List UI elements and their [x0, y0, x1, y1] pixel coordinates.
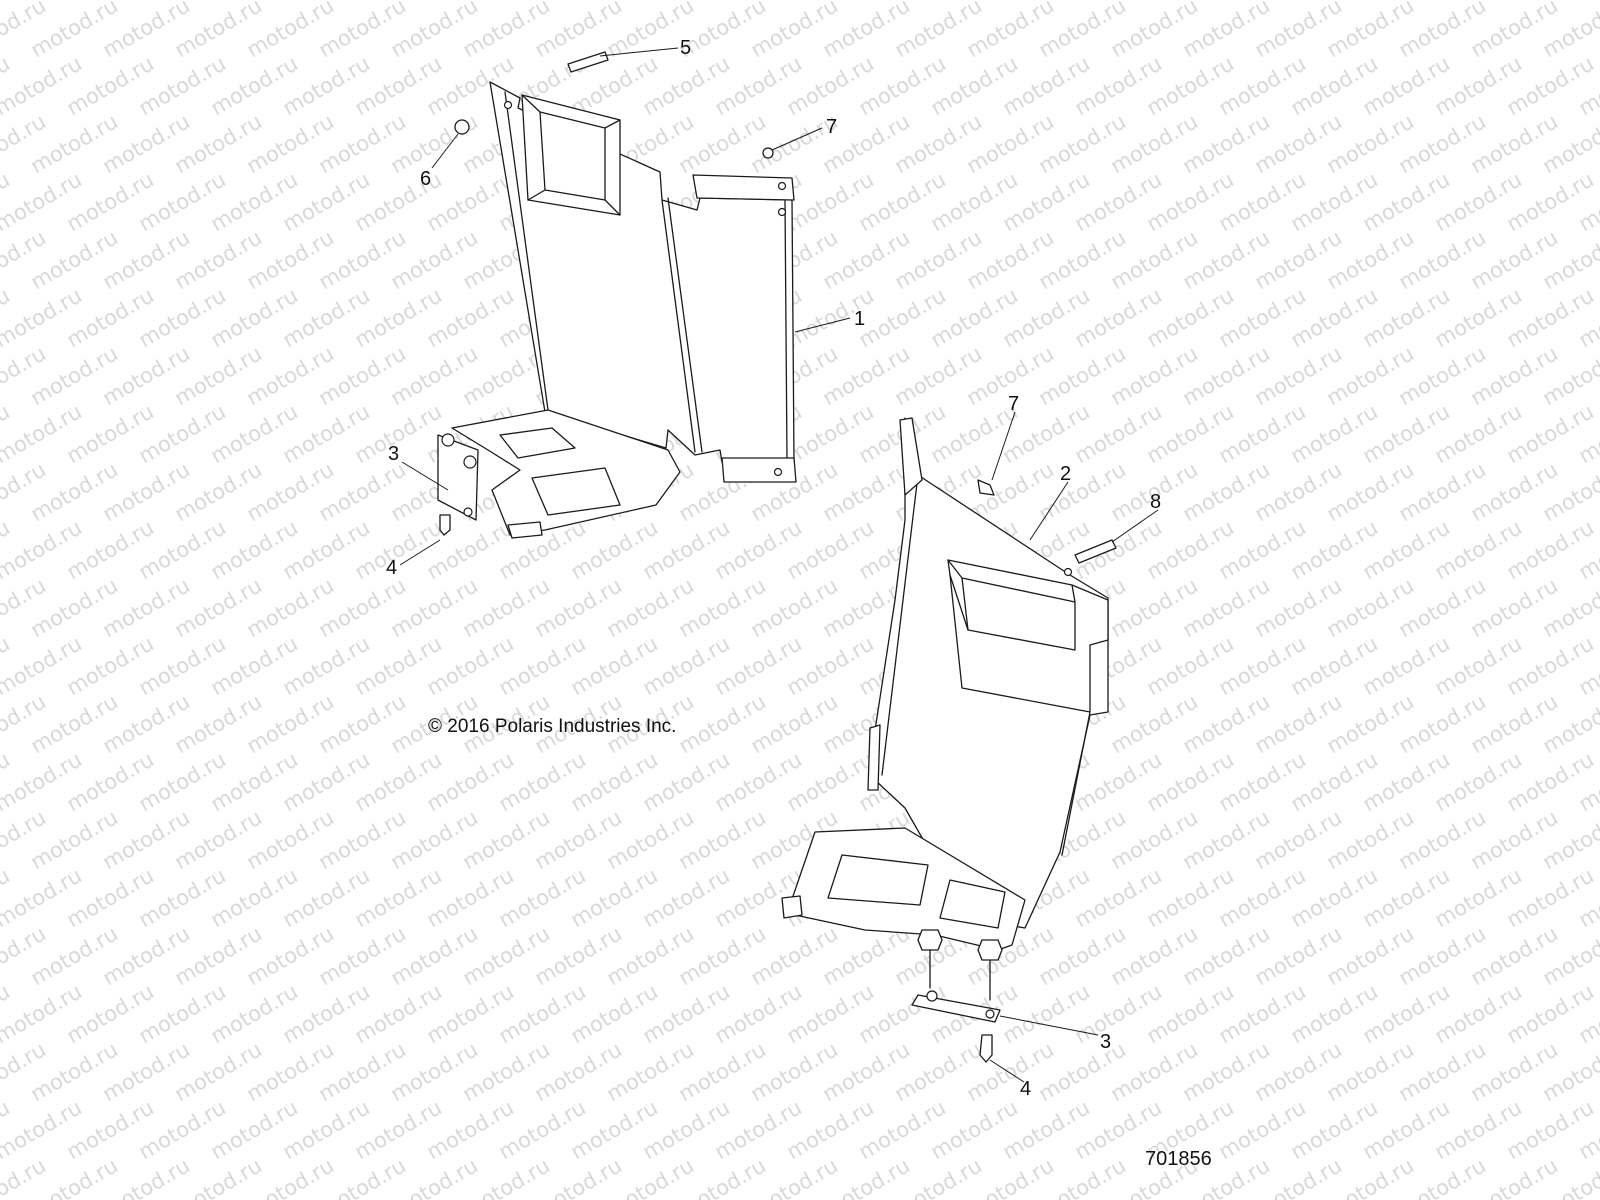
- callout-5: 5: [680, 37, 691, 59]
- bracket-plate-left: [437, 434, 479, 521]
- panel-1-floor-cutout-a: [499, 427, 576, 459]
- watermark-text: motod.ru: [1575, 0, 1600, 4]
- panel-2-hole-top: [1063, 567, 1073, 577]
- callout-6: 6: [420, 168, 431, 190]
- drawing-number: 701856: [1145, 1148, 1212, 1170]
- bracket-right-hole-2: [985, 1009, 995, 1019]
- callout-4-left: 4: [386, 557, 397, 579]
- copyright-notice: © 2016 Polaris Industries Inc.: [428, 716, 676, 737]
- callout-7-right: 7: [1008, 393, 1019, 415]
- panel-2-floor-cutout-b: [939, 879, 1006, 929]
- leader-7b: [991, 411, 1016, 481]
- panel-1-fold-inner-2: [667, 197, 703, 453]
- leader-6: [431, 133, 459, 169]
- panel-1-top-tab: [692, 174, 795, 201]
- leader-2: [1029, 481, 1069, 541]
- leader-lines: [399, 47, 1159, 1083]
- panel-part-1: [451, 81, 797, 539]
- panel-1-bottom-tab: [721, 457, 797, 483]
- panel-2-duct-inner: [961, 577, 1076, 651]
- nut-right-a: [917, 929, 943, 951]
- panel-2-floor-cutout-a: [827, 854, 929, 906]
- panel-1-hole-bottom: [773, 467, 783, 477]
- screw-top: [567, 51, 609, 73]
- panel-part-2: [781, 417, 1109, 951]
- leader-7a: [771, 127, 823, 151]
- bracket-left-hole-3: [463, 507, 473, 517]
- nut-clip: [454, 119, 470, 135]
- bolt-right: [979, 1034, 993, 1063]
- screw-tab-top: [762, 147, 774, 159]
- panel-2-fold-right: [1061, 711, 1091, 856]
- leader-4a: [399, 539, 441, 566]
- leader-3a: [401, 461, 449, 491]
- callout-numbers: 1 2 3 3 4 4 5 6 7 7 8: [386, 37, 1161, 1100]
- panel-1-floor-cutout-b: [531, 467, 621, 516]
- panel-1-fold-left: [504, 91, 549, 411]
- bracket-right-hole-1: [926, 990, 938, 1002]
- leader-8: [1111, 509, 1159, 543]
- panel-1-hole-tab: [777, 181, 787, 191]
- panel-1-hole-top: [503, 100, 513, 110]
- callout-3-right: 3: [1100, 1031, 1111, 1053]
- panel-1-floor-lip: [507, 521, 543, 539]
- leader-5: [599, 47, 679, 57]
- panel-2-duct: [947, 559, 1109, 713]
- screw-right-8: [1074, 539, 1117, 564]
- bracket-left-hole-1: [441, 433, 455, 447]
- callout-4-right: 4: [1020, 1078, 1031, 1100]
- bracket-left-hole-2: [463, 455, 477, 469]
- screw-right-7: [977, 479, 995, 496]
- callout-8: 8: [1150, 491, 1161, 513]
- callout-3-left: 3: [388, 443, 399, 465]
- callout-7-top: 7: [826, 116, 837, 138]
- panel-2-fold-left: [881, 474, 919, 776]
- panel-1-floor: [451, 409, 681, 536]
- panel-2-floor-lip: [781, 895, 803, 919]
- panel-2-left-tab-top: [899, 417, 923, 496]
- callout-2: 2: [1060, 463, 1071, 485]
- panel-1-right-edge: [784, 199, 788, 461]
- leader-1: [794, 317, 851, 333]
- panel-1-hole-mid: [777, 207, 787, 217]
- panel-2-left-tab-bottom: [867, 724, 881, 791]
- bracket-plate-right: [911, 994, 1001, 1023]
- panel-2-duct-depth: [947, 559, 1076, 631]
- hardware-right: [911, 479, 1117, 1063]
- leader-4b: [989, 1059, 1025, 1083]
- leader-3b: [999, 1015, 1099, 1036]
- panel-1-fold-inner: [661, 199, 696, 453]
- hardware-left: [437, 51, 774, 536]
- callout-1: 1: [854, 308, 865, 330]
- bolt-left: [439, 514, 451, 536]
- nut-right-b: [977, 939, 1003, 961]
- panel-1-duct-depth: [521, 94, 621, 216]
